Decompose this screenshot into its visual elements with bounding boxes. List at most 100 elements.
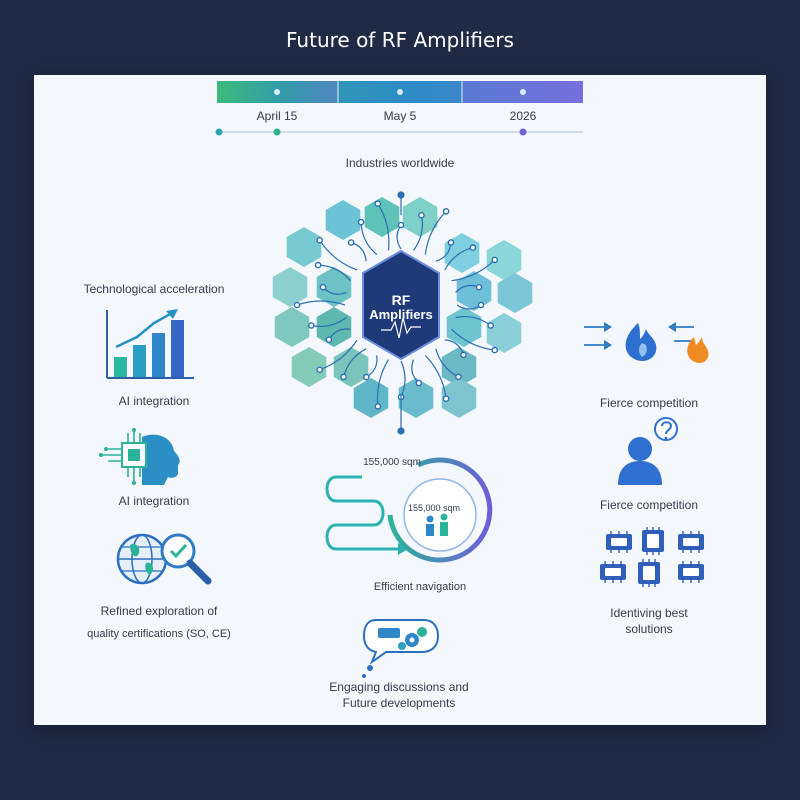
circuit-node [415,379,423,387]
timeline-dot-3 [519,128,527,136]
circuit-node [418,211,425,219]
circuit-node [487,322,495,329]
globe-search-icon [116,533,212,585]
cluster-hexagon [486,240,522,280]
hub-label-line2: Amplifiers [369,307,433,322]
circuit-node [357,218,365,226]
circuit-trace [424,355,447,399]
cluster-hexagon [456,271,492,311]
circuit-node [442,395,450,403]
growth-chart-icon [106,309,194,379]
thought-dot-1 [367,665,373,671]
circuit-trace [350,241,367,262]
circuit-node [442,207,450,215]
circuit-trace [451,259,496,282]
chip-icon [678,531,704,553]
circuit-node [293,301,301,309]
identifying-solutions-label-2: solutions [625,622,673,636]
circuit-node [397,221,405,229]
circuit-node [397,191,405,199]
cluster-hexagon [325,200,361,240]
circuit-node [362,373,370,381]
cluster-hexagon [497,273,533,313]
ai-integration-label-1: AI integration [118,394,190,408]
cluster-hexagon [274,307,310,347]
cluster-hexagon [316,307,352,347]
industries-heading: Industries worldwide [345,156,455,170]
ai-integration-label-2: AI integration [118,494,190,508]
circuit-node [455,373,462,381]
person-icon-2 [440,513,448,521]
ai-brain-chip-icon [99,428,180,485]
hub-label-line1: RF [391,292,411,308]
fire-icon-orange [687,337,709,363]
circuit-node [319,283,327,291]
cluster-hexagon [444,233,480,273]
cluster-hexagon [398,378,434,418]
circuit-trace [376,359,390,407]
hex-cluster [272,191,533,435]
circuit-node [307,322,315,329]
thought-dot-2 [362,674,366,678]
cluster-hexagon [333,347,369,387]
circuit-node [340,373,347,381]
cluster-hexagon [441,378,477,418]
discussion-bubble-icon [362,619,440,678]
person-icon-1 [426,515,434,523]
circuit-node [316,366,324,374]
chip-icon [600,561,626,583]
circuit-node [374,200,382,207]
timeline-label-2: May 5 [383,109,417,123]
person-question-icon [618,417,678,485]
circuit-node [475,283,483,291]
cluster-hexagon [291,347,327,387]
timeline-label-1: April 15 [256,109,298,123]
future-developments-label: Future developments [342,696,456,710]
infographic-card: April 15 May 5 2026 Industries worldwide… [34,75,766,725]
chip-icon [606,531,632,553]
timeline-dot-start [215,128,223,136]
chip-grid [600,527,704,587]
engaging-discussions-label: Engaging discussions and [329,680,469,694]
circuit-node [477,301,485,309]
efficient-navigation-label: Efficient navigation [373,581,467,593]
cluster-hexagon [286,227,322,267]
circuit-node [491,346,499,354]
timeline-dot-1 [273,128,281,136]
fierce-competition-label-1: Fierce competition [599,396,699,410]
cluster-hexagon [364,197,400,237]
cluster-hexagon [441,347,477,387]
circuit-node [491,256,499,264]
circuit-trace [424,210,447,255]
cluster-hexagon [316,267,352,307]
quality-certifications-label: quality certifications (SO, CE) [87,628,231,640]
circuit-node [447,239,455,246]
circuit-node [460,351,467,359]
fierce-competition-label-2: Fierce competition [599,498,699,512]
circuit-trace [319,339,358,371]
circuit-trace [377,203,390,251]
chip-icon [642,527,664,555]
hub-hexagon [362,249,440,361]
refined-exploration-label: Refined exploration of [100,604,218,618]
page-title: Future of RF Amplifiers [286,28,514,52]
chip-icon [678,561,704,583]
circuit-node [347,239,355,246]
identifying-solutions-label-1: Identiving best [610,606,688,620]
circuit-trace [319,239,358,271]
circuit-node [316,236,324,244]
fire-icon-blue [625,323,657,361]
timeline-label-3: 2026 [509,109,537,123]
circuit-node [397,427,405,435]
area-label-outer: 155,000 sqm [363,457,421,468]
area-label-inner: 155,000 sqm [407,503,461,513]
circuit-trace [451,328,495,351]
circuit-node [325,336,333,344]
circuit-trace [296,300,346,306]
tech-acceleration-label: Technological acceleration [83,282,225,296]
timeline [215,81,583,136]
competition-fire-icon [584,322,709,363]
circuit-node [469,244,477,251]
cluster-hexagon [353,378,389,418]
navigation-path-icon [325,457,493,563]
